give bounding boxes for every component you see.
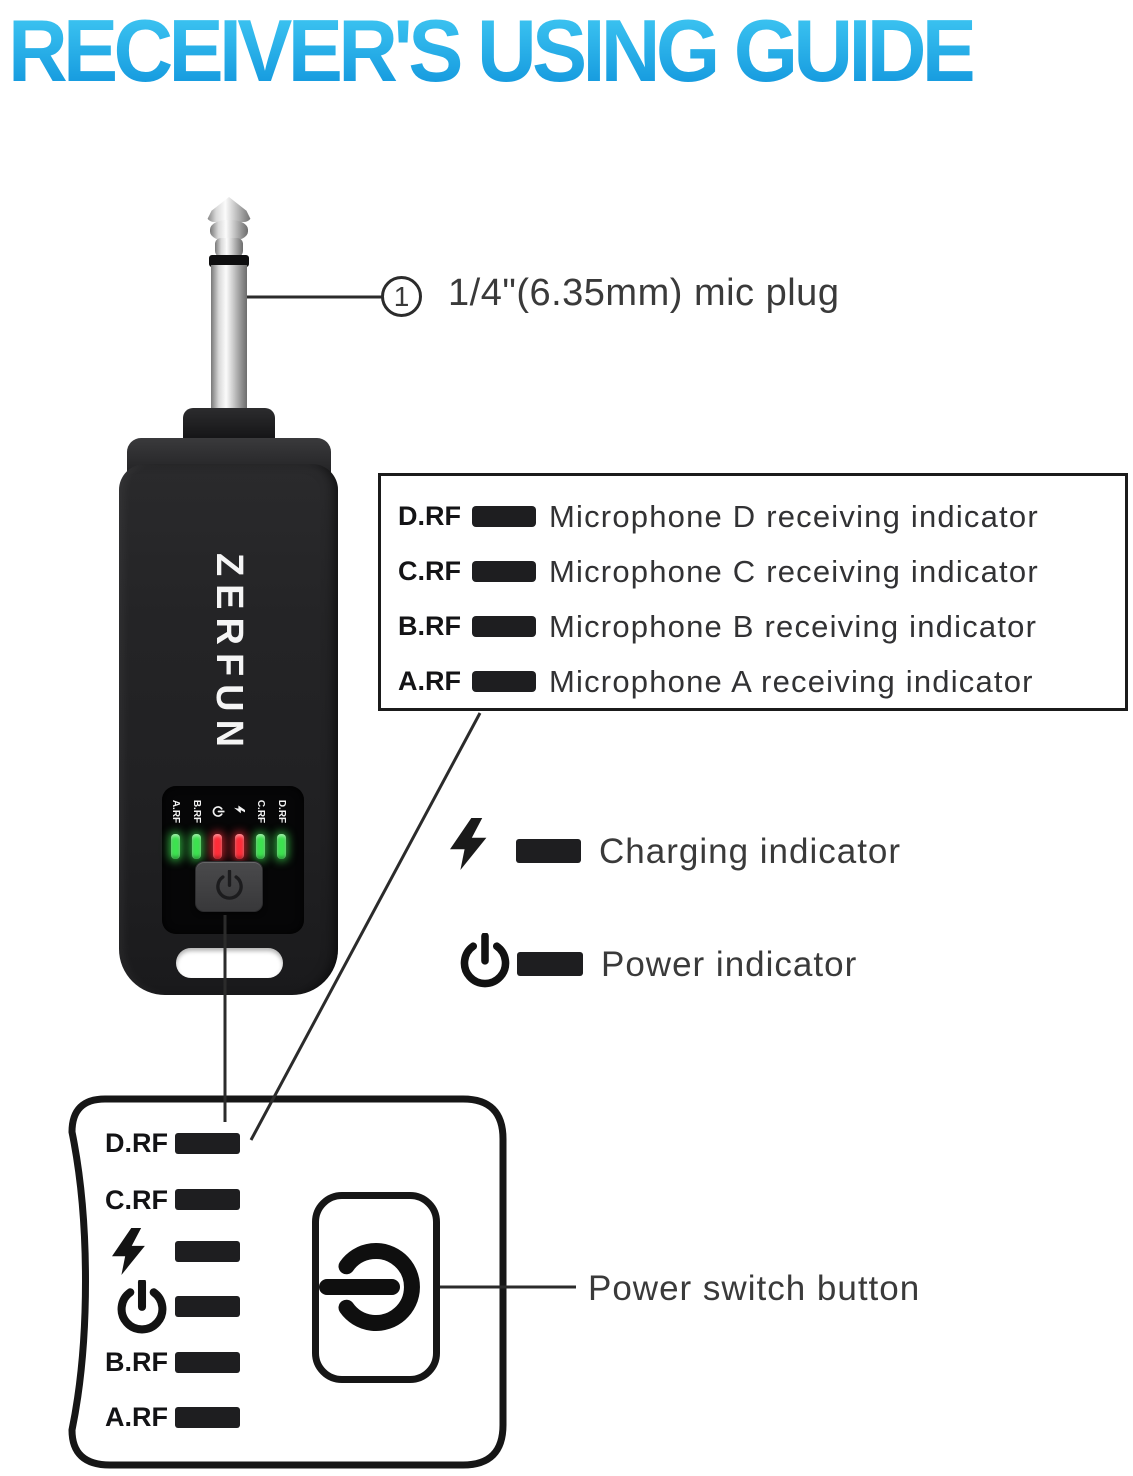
- legend-row-arf: A.RF Microphone A receiving indicator: [398, 654, 1125, 709]
- legend-row-brf: B.RF Microphone B receiving indicator: [398, 599, 1125, 654]
- charging-icon: [450, 818, 487, 870]
- page-title: RECEIVER'S USING GUIDE: [8, 1, 977, 100]
- zoom-label-crf: C.RF: [105, 1185, 168, 1215]
- led-label: C.RF: [254, 799, 266, 823]
- power-indicator-label: Power indicator: [601, 945, 858, 984]
- zoom-bar-power: [175, 1296, 240, 1317]
- mic-plug-tip: [206, 197, 252, 222]
- charging-indicator-label: Charging indicator: [599, 832, 902, 871]
- led-bar-swatch: [516, 839, 581, 863]
- mic-plug-insulator-ring: [209, 255, 249, 267]
- led-green-brf: [192, 834, 202, 859]
- led-column-brf: B.RF: [186, 792, 207, 859]
- led-bar-swatch: [472, 506, 536, 527]
- zoom-bar-drf: [175, 1133, 240, 1154]
- legend-label: D.RF: [398, 501, 461, 531]
- device-power-button: [195, 861, 263, 912]
- led-label: D.RF: [275, 799, 287, 823]
- zoom-label-arf: A.RF: [105, 1402, 168, 1432]
- callout-number-badge: 1: [381, 276, 422, 317]
- led-column-crf: C.RF: [250, 792, 271, 859]
- legend-desc: Microphone D receiving indicator: [549, 498, 1039, 534]
- legend-desc: Microphone C receiving indicator: [549, 553, 1039, 589]
- charging-icon: [112, 1228, 145, 1275]
- legend-desc: Microphone A receiving indicator: [549, 663, 1034, 699]
- zoom-label-brf: B.RF: [105, 1347, 168, 1377]
- led-red-charging: [234, 834, 244, 859]
- led-column-drf: D.RF: [271, 792, 292, 859]
- power-icon: [215, 870, 243, 900]
- mic-plug-neck: [215, 238, 243, 257]
- led-red-power: [213, 834, 223, 859]
- legend-label: B.RF: [398, 611, 461, 641]
- led-green-drf: [276, 834, 286, 859]
- brand-logo: ZERFUN: [208, 552, 251, 756]
- zoom-bar-arf: [175, 1407, 240, 1428]
- zoom-bar-charging: [175, 1241, 240, 1262]
- led-label: B.RF: [191, 799, 203, 823]
- legend-row-crf: C.RF Microphone C receiving indicator: [398, 544, 1125, 599]
- led-green-crf: [255, 834, 265, 859]
- zoom-bar-brf: [175, 1352, 240, 1373]
- led-bar-swatch: [472, 561, 536, 582]
- led-column-power: [207, 792, 228, 859]
- rf-indicator-legend-box: D.RF Microphone D receiving indicator C.…: [378, 473, 1128, 711]
- strap-slot: [176, 948, 283, 978]
- plug-callout-label: 1/4"(6.35mm) mic plug: [448, 272, 840, 314]
- led-bar-swatch: [472, 616, 536, 637]
- led-bar-swatch: [517, 952, 583, 976]
- led-column-arf: A.RF: [165, 792, 186, 859]
- legend-row-drf: D.RF Microphone D receiving indicator: [398, 489, 1125, 544]
- power-icon: [212, 805, 225, 817]
- led-column-charging: [229, 792, 250, 859]
- power-icon: [117, 1280, 167, 1334]
- led-label: A.RF: [170, 799, 182, 823]
- legend-label: A.RF: [398, 666, 461, 696]
- legend-desc: Microphone B receiving indicator: [549, 608, 1038, 644]
- mic-plug-groove: [210, 220, 248, 241]
- led-green-arf: [171, 834, 181, 859]
- legend-label: C.RF: [398, 556, 461, 586]
- charging-icon: [233, 805, 245, 814]
- zoom-label-drf: D.RF: [105, 1128, 168, 1158]
- power-icon: [460, 933, 510, 988]
- power-switch-button: [312, 1192, 440, 1383]
- power-switch-label: Power switch button: [588, 1269, 921, 1308]
- zoom-bar-crf: [175, 1189, 240, 1210]
- led-bar-swatch: [472, 671, 536, 692]
- power-icon: [319, 1243, 420, 1331]
